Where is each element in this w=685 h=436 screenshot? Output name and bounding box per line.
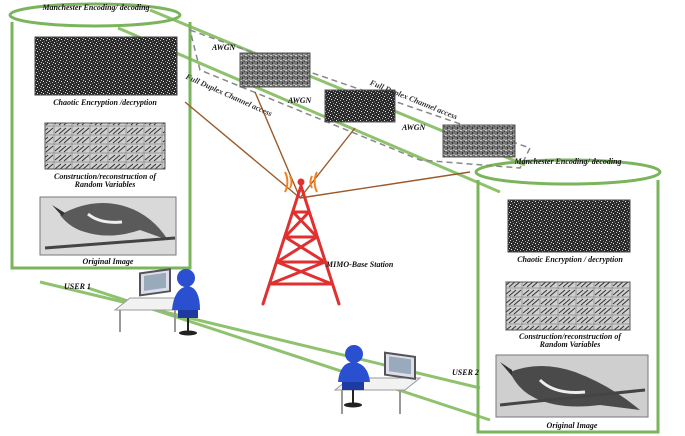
right-construction-label: Construction/reconstruction of Random Va… (518, 332, 622, 350)
left-random-variables-image (44, 122, 166, 170)
left-user-cylinder (8, 2, 192, 270)
left-chaotic-label: Chaotic Encryption /decryption (53, 98, 157, 107)
right-user-cylinder (474, 158, 662, 434)
base-station-label: MIMO-Base Station (326, 260, 394, 269)
user-2-label: USER 2 (452, 368, 479, 377)
awgn-label-2: AWGN (288, 96, 312, 105)
left-original-image-label: Original Image (82, 257, 134, 266)
user-1-label: USER 1 (64, 282, 91, 291)
awgn-noise-block-2 (324, 89, 396, 123)
radio-tower-icon (261, 171, 341, 306)
right-original-image-label: Original Image (546, 421, 598, 430)
left-chaotic-image (34, 36, 178, 96)
radio-links (184, 91, 471, 199)
user-1-at-computer-icon (113, 268, 200, 336)
awgn-noise-block-1 (239, 52, 311, 88)
right-random-variables-image (505, 281, 631, 331)
right-bird-image (495, 354, 649, 418)
right-chaotic-label: Chaotic Encryption / decryption (517, 255, 623, 264)
left-manchester-label: Manchester Encoding/ decoding (42, 3, 150, 12)
right-chaotic-image (507, 199, 631, 253)
awgn-label-1: AWGN (212, 43, 236, 52)
awgn-noise-block-3 (442, 124, 516, 158)
user-2-at-computer-icon (333, 345, 422, 414)
right-manchester-label: Manchester Encoding/ decoding (514, 157, 622, 166)
left-construction-label: Construction/reconstruction of Random Va… (53, 172, 157, 190)
left-bird-image (39, 196, 177, 256)
awgn-channel-boundary (188, 28, 532, 169)
awgn-label-3: AWGN (402, 123, 426, 132)
